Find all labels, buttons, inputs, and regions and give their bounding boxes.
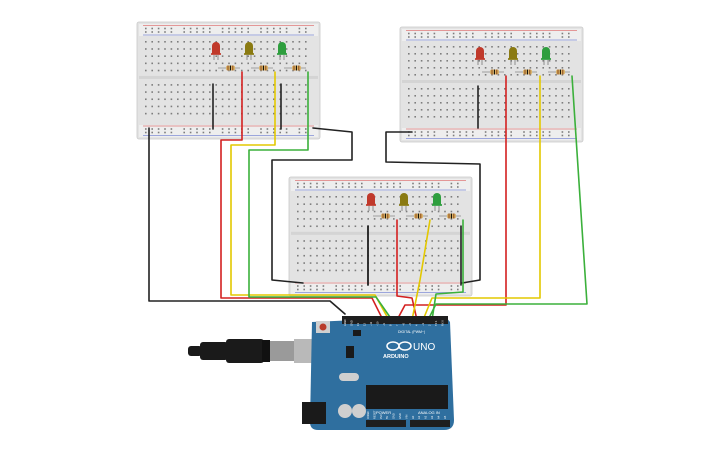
arduino-model: UNO <box>413 342 435 353</box>
arduino-logo-icon <box>386 341 412 351</box>
bottom-pin-label: A5 <box>443 415 447 419</box>
breadboard-holes <box>408 32 570 137</box>
wire-green-mid[interactable] <box>431 219 464 321</box>
digital-pin-label: TX 1 <box>434 320 438 326</box>
resistor-1-1[interactable] <box>218 65 240 71</box>
resistor-2-2[interactable] <box>515 69 537 75</box>
microcontroller-chip <box>366 385 448 409</box>
resistor-1-2[interactable] <box>251 65 273 71</box>
resistor-3-3[interactable] <box>439 213 461 219</box>
green-led-3[interactable] <box>432 193 442 211</box>
wire-red-tr[interactable] <box>396 75 507 321</box>
bottom-pin-label: 5V <box>385 416 389 419</box>
wire-yellow-mid[interactable] <box>411 219 431 321</box>
power-jack[interactable] <box>302 402 326 424</box>
resistor-3-2[interactable] <box>406 213 428 219</box>
capacitor-2 <box>352 404 366 418</box>
yellow-led-1[interactable] <box>244 42 254 60</box>
breadboard-holes <box>145 27 307 134</box>
digital-header-label: DIGITAL (PWM~) <box>398 330 425 334</box>
digital-pin-label: AREF <box>343 319 347 326</box>
digital-pin-label: 4 <box>415 324 419 326</box>
digital-pin-label: 7 <box>395 324 399 326</box>
bottom-pin-label: A2 <box>424 415 428 419</box>
usb-cable-icon <box>188 339 312 363</box>
arduino-brand: ARDUINO <box>383 354 409 360</box>
wire-green-tr[interactable] <box>427 75 588 321</box>
breadboard-top-left[interactable] <box>136 21 321 140</box>
power-header[interactable] <box>366 420 406 427</box>
wire-tl-to-mid-ground[interactable] <box>271 127 353 284</box>
breadboard-holes <box>297 182 459 291</box>
bottom-pin-label: RESET <box>372 410 376 419</box>
capacitor-1 <box>338 404 352 418</box>
digital-pin-label: ~10 <box>376 321 380 326</box>
digital-pin-label: ~5 <box>408 322 412 326</box>
wire-red-tl[interactable] <box>220 71 384 321</box>
digital-pin-label: RX 0 <box>441 320 445 326</box>
wire-gnd-to-arduino[interactable] <box>148 127 346 315</box>
bottom-pin-label: VIN <box>404 415 408 419</box>
arduino-uno-board[interactable]: ARDUINO UNO DIGITAL (PWM~) POWER ANALOG … <box>302 316 454 430</box>
digital-pin-label: GND <box>350 320 354 326</box>
wires <box>148 71 588 321</box>
digital-pin-label: ~9 <box>382 322 386 326</box>
bottom-pin-label: A3 <box>430 415 434 419</box>
wire-tr-to-mid-ground[interactable] <box>385 131 481 284</box>
resistor-1-3[interactable] <box>284 65 306 71</box>
digital-pin-label: ~6 <box>402 322 406 326</box>
bottom-pin-label: 3V3 <box>379 414 383 419</box>
green-led-1[interactable] <box>277 42 287 60</box>
breadboard-top-right[interactable] <box>399 26 584 143</box>
bottom-pin-label: A1 <box>417 415 421 419</box>
analog-header-label: ANALOG IN <box>418 410 440 415</box>
bottom-pin-label: IOREF <box>366 411 370 419</box>
wire-green-tl[interactable] <box>248 71 393 321</box>
digital-pin-label: ~11 <box>369 321 373 326</box>
digital-pin-label: ~3 <box>421 322 425 326</box>
bottom-pin-label: A4 <box>436 415 440 419</box>
bottom-pin-label: GND <box>398 413 402 419</box>
power-header-label: POWER <box>376 410 391 415</box>
bottom-pin-label: A0 <box>411 415 415 419</box>
red-led-1[interactable] <box>211 42 221 60</box>
analog-header[interactable] <box>410 420 450 427</box>
red-led-3[interactable] <box>366 193 376 211</box>
red-led-2[interactable] <box>475 47 485 65</box>
bottom-pin-label: GND <box>392 413 396 419</box>
digital-pin-label: 12 <box>363 323 367 326</box>
yellow-led-3[interactable] <box>399 193 409 211</box>
wire-yellow-tr[interactable] <box>422 75 541 321</box>
digital-pin-label: 2 <box>428 324 432 326</box>
digital-header[interactable] <box>342 316 448 324</box>
digital-pin-label: 13 <box>356 323 360 326</box>
resistor-2-1[interactable] <box>482 69 504 75</box>
breadboard-middle[interactable] <box>288 176 473 297</box>
crystal <box>339 373 359 381</box>
digital-pin-label: 8 <box>389 324 393 326</box>
yellow-led-2[interactable] <box>508 47 518 65</box>
resistor-3-1[interactable] <box>373 213 395 219</box>
resistor-2-3[interactable] <box>548 69 570 75</box>
green-led-2[interactable] <box>541 47 551 65</box>
